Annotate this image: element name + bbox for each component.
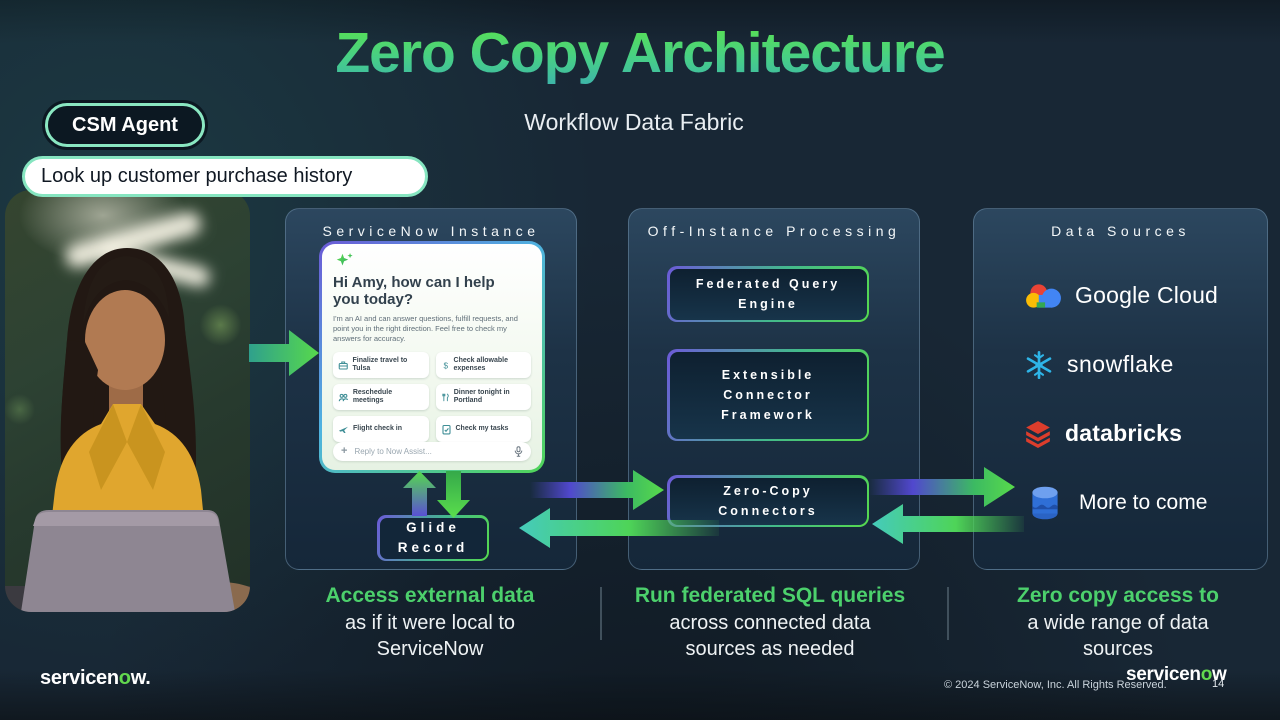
- google-cloud-logo: [1026, 283, 1061, 308]
- caption-zero-copy-access: Zero copy access to a wide range of data…: [1017, 584, 1219, 660]
- briefcase-icon: [338, 360, 348, 370]
- chat-reply-input[interactable]: [352, 446, 509, 457]
- chip-dinner-portland[interactable]: Dinner tonight in Portland: [435, 384, 531, 410]
- caption-federated-sql: Run federated SQL queries across connect…: [634, 584, 906, 660]
- chat-reply-bar[interactable]: +: [333, 442, 531, 461]
- glide-record-box: Glide Record: [377, 515, 489, 561]
- snowflake-logo: [1026, 350, 1052, 379]
- sparkle-icon: [336, 253, 353, 266]
- extensible-connector-framework-box: Extensible Connector Framework: [667, 349, 869, 441]
- chip-check-tasks[interactable]: Check my tasks: [435, 416, 531, 442]
- copyright-text: © 2024 ServiceNow, Inc. All Rights Reser…: [944, 679, 1167, 691]
- caption-divider: [947, 587, 949, 640]
- database-icon: [1032, 486, 1058, 519]
- databricks-logo: [1026, 420, 1050, 448]
- servicenow-logo: servicenow: [1126, 664, 1227, 685]
- page-subtitle: Workflow Data Fabric: [524, 109, 744, 135]
- data-source-snowflake: snowflake: [974, 330, 1267, 399]
- zero-copy-connectors-box: Zero-Copy Connectors: [667, 475, 869, 527]
- agent-photo: [5, 190, 250, 612]
- microphone-icon[interactable]: [514, 446, 523, 457]
- plane-icon: [339, 426, 348, 433]
- arrow-down-chat-to-glide: [437, 471, 470, 518]
- chip-reschedule-meetings[interactable]: Reschedule meetings: [333, 384, 429, 410]
- arrow-connectors-to-sources: [869, 467, 1015, 507]
- page-number: 14: [1212, 678, 1225, 690]
- tasks-icon: [441, 424, 451, 434]
- dollar-icon: $: [443, 361, 448, 370]
- meeting-icon: [338, 393, 349, 401]
- caption-divider: [600, 587, 602, 640]
- data-source-google-cloud: Google Cloud: [974, 261, 1267, 330]
- data-source-databricks: databricks: [974, 399, 1267, 468]
- arrow-user-to-instance: [249, 330, 319, 376]
- chip-flight-checkin[interactable]: Flight check in: [333, 416, 429, 442]
- panel-servicenow-instance: ServiceNow Instance Hi Amy, how can I he…: [285, 208, 577, 570]
- plus-icon: +: [341, 445, 348, 457]
- csm-agent-badge: CSM Agent: [45, 103, 205, 147]
- arrow-sources-to-connectors: [872, 504, 1024, 544]
- arrow-instance-to-connectors: [530, 470, 664, 510]
- csm-agent-label: CSM Agent: [72, 113, 178, 136]
- agent-query-text: Look up customer purchase history: [41, 165, 353, 187]
- chat-suggestions: Finalize travel to Tulsa $ Check allowab…: [333, 352, 531, 442]
- page-title: Zero Copy Architecture: [0, 20, 1280, 86]
- arrow-up-glide-to-chat: [403, 471, 436, 516]
- federated-query-engine-box: Federated Query Engine: [667, 266, 869, 322]
- servicenow-logo: servicenow.: [40, 667, 151, 689]
- panel-title: ServiceNow Instance: [322, 223, 540, 239]
- chip-check-expenses[interactable]: $ Check allowable expenses: [435, 352, 531, 378]
- arrow-connectors-to-instance: [519, 508, 719, 548]
- dining-icon: [441, 393, 449, 401]
- person-illustration: [5, 248, 250, 612]
- chip-finalize-travel[interactable]: Finalize travel to Tulsa: [333, 352, 429, 378]
- caption-access-external-data: Access external data as if it were local…: [325, 584, 535, 660]
- panel-data-sources: Data Sources Google Cloud: [973, 208, 1268, 570]
- agent-query-bubble: Look up customer purchase history: [22, 156, 428, 197]
- now-assist-chat-card: Hi Amy, how can I help you today? I'm an…: [319, 241, 545, 473]
- panel-off-instance-processing: Off-Instance Processing Federated Query …: [628, 208, 920, 570]
- panel-title: Off-Instance Processing: [647, 223, 901, 239]
- panel-title: Data Sources: [1051, 223, 1190, 239]
- chat-greeting: Hi Amy, how can I help you today?: [333, 273, 495, 309]
- svg-text:$: $: [443, 361, 448, 370]
- chat-description: I'm an AI and can answer questions, fulf…: [333, 313, 518, 343]
- data-source-more-to-come: More to come: [974, 468, 1267, 537]
